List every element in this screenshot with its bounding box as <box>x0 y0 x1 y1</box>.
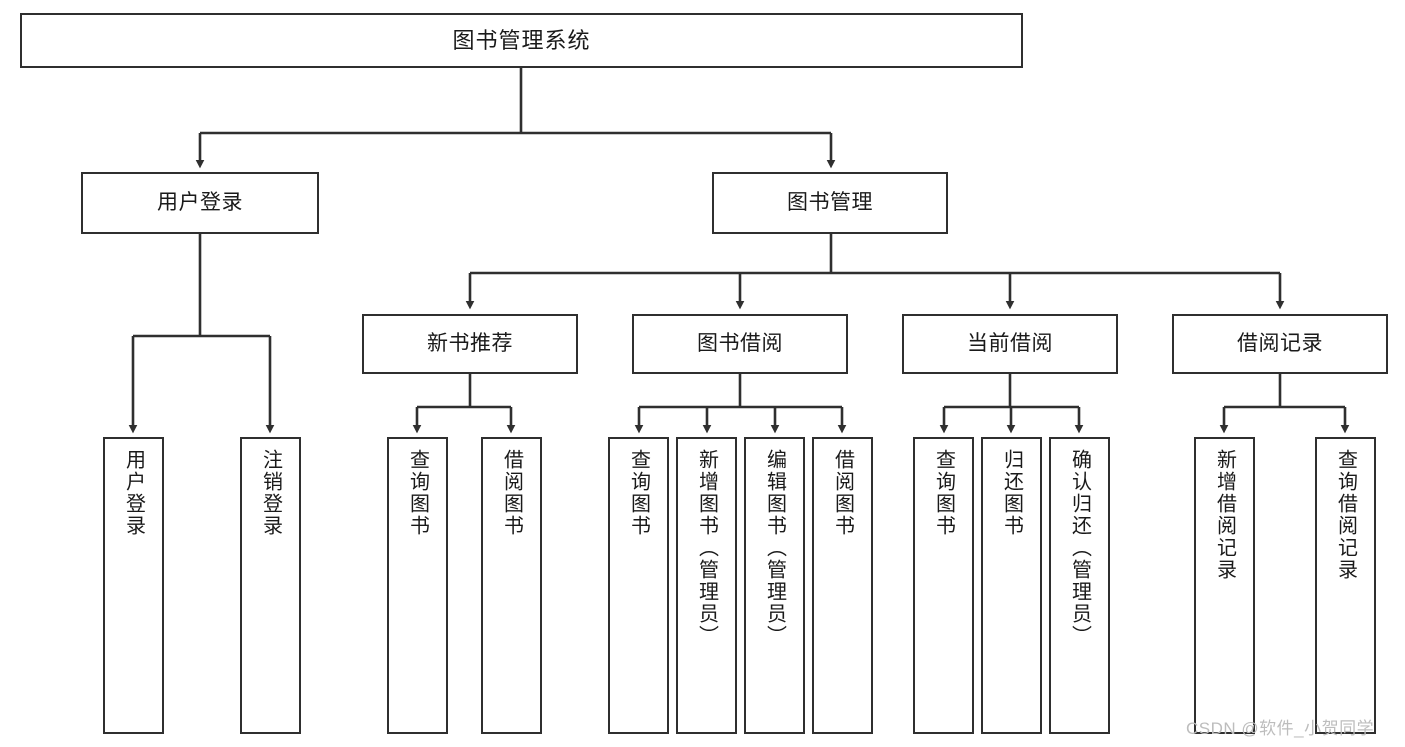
node-leaf-add-record-label: 新增借阅记录 <box>1213 449 1236 581</box>
node-book-manage-label: 图书管理 <box>787 190 873 214</box>
node-user-login-label: 用户登录 <box>157 190 243 214</box>
node-new-book-recommend[interactable]: 新书推荐 <box>362 314 578 374</box>
node-leaf-borrow-book-1[interactable]: 借阅图书 <box>481 437 542 734</box>
node-leaf-query-book-1-label: 查询图书 <box>406 449 429 537</box>
node-leaf-add-book-label: 新增图书（管理员） <box>695 449 718 647</box>
node-borrow-record-label: 借阅记录 <box>1237 331 1323 355</box>
node-leaf-return-book-label: 归还图书 <box>1000 449 1023 537</box>
node-leaf-confirm-return[interactable]: 确认归还（管理员） <box>1049 437 1110 734</box>
node-book-borrow[interactable]: 图书借阅 <box>632 314 848 374</box>
node-leaf-query-record[interactable]: 查询借阅记录 <box>1315 437 1376 734</box>
node-leaf-borrow-book-1-label: 借阅图书 <box>500 449 523 537</box>
node-leaf-confirm-return-label: 确认归还（管理员） <box>1068 449 1091 647</box>
node-root[interactable]: 图书管理系统 <box>20 13 1023 68</box>
node-leaf-add-book[interactable]: 新增图书（管理员） <box>676 437 737 734</box>
node-borrow-record[interactable]: 借阅记录 <box>1172 314 1388 374</box>
node-leaf-borrow-book-2[interactable]: 借阅图书 <box>812 437 873 734</box>
node-leaf-logout-label: 注销登录 <box>259 449 282 537</box>
node-leaf-borrow-book-2-label: 借阅图书 <box>831 449 854 537</box>
node-leaf-return-book[interactable]: 归还图书 <box>981 437 1042 734</box>
node-current-borrow-label: 当前借阅 <box>967 331 1053 355</box>
node-leaf-query-book-2[interactable]: 查询图书 <box>608 437 669 734</box>
node-book-manage[interactable]: 图书管理 <box>712 172 948 234</box>
node-root-label: 图书管理系统 <box>452 27 591 53</box>
node-current-borrow[interactable]: 当前借阅 <box>902 314 1118 374</box>
node-leaf-user-login-label: 用户登录 <box>122 449 145 537</box>
node-leaf-user-login[interactable]: 用户登录 <box>103 437 164 734</box>
node-book-borrow-label: 图书借阅 <box>697 331 783 355</box>
node-leaf-query-book-3-label: 查询图书 <box>932 449 955 537</box>
node-leaf-query-book-1[interactable]: 查询图书 <box>387 437 448 734</box>
node-leaf-query-book-3[interactable]: 查询图书 <box>913 437 974 734</box>
node-leaf-add-record[interactable]: 新增借阅记录 <box>1194 437 1255 734</box>
node-leaf-edit-book-label: 编辑图书（管理员） <box>763 449 786 647</box>
node-leaf-query-book-2-label: 查询图书 <box>627 449 650 537</box>
node-leaf-query-record-label: 查询借阅记录 <box>1334 449 1357 581</box>
node-leaf-logout[interactable]: 注销登录 <box>240 437 301 734</box>
node-new-book-recommend-label: 新书推荐 <box>427 331 513 355</box>
node-leaf-edit-book[interactable]: 编辑图书（管理员） <box>744 437 805 734</box>
node-user-login[interactable]: 用户登录 <box>81 172 319 234</box>
